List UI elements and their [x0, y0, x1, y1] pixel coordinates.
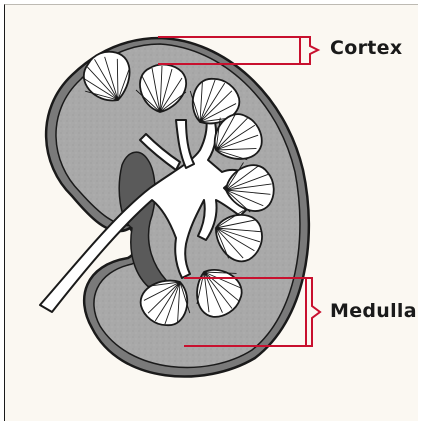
cortex-label: Cortex — [330, 37, 402, 59]
medulla-label: Medulla — [330, 300, 417, 322]
